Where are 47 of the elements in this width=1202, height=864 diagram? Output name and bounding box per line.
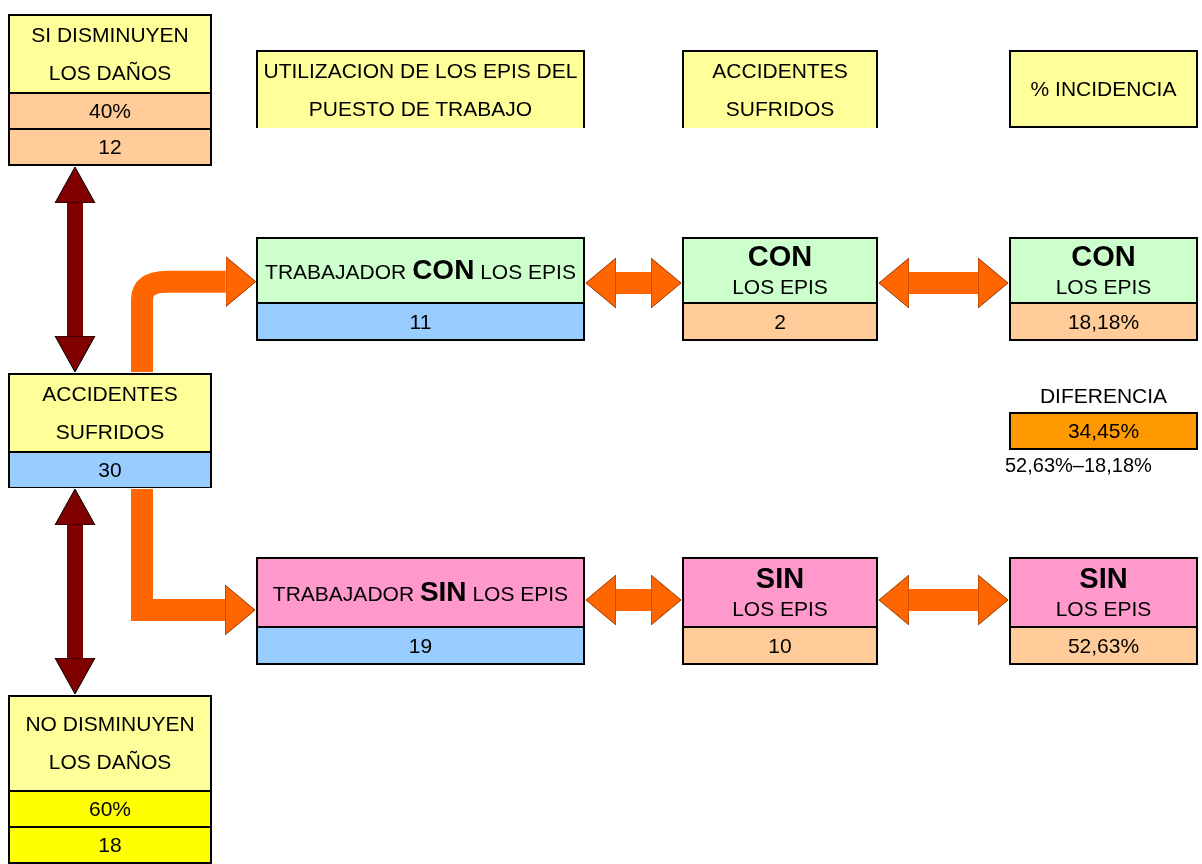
table-box: [682, 237, 878, 341]
double-arrow: [54, 488, 96, 695]
value-cell: 40%: [10, 92, 210, 128]
formula-text: 52,63%–18,18%: [1005, 454, 1152, 477]
value-cell: 2: [684, 302, 876, 339]
table-box: [682, 557, 878, 665]
bent-arrow: [131, 256, 257, 372]
value-cell: 10: [684, 626, 876, 663]
table-box: [8, 14, 212, 166]
table-box: [8, 373, 212, 488]
header-cell: SI DISMINUYEN LOS DAÑOS: [10, 16, 210, 92]
double-arrow: [878, 257, 1009, 309]
value-cell: 18,18%: [1011, 302, 1196, 339]
header-cell: ACCIDENTES SUFRIDOS: [684, 52, 876, 128]
subheading-text: LOS EPIS: [732, 595, 828, 622]
double-arrow: [878, 574, 1009, 626]
heading-text: SIN: [1079, 561, 1128, 594]
value-cell: 18: [10, 825, 210, 862]
bent-arrow: [131, 489, 256, 636]
subheading-text: LOS EPIS: [732, 273, 828, 300]
value-cell: 11: [258, 302, 583, 339]
heading-text: CON: [747, 239, 813, 272]
table-box: [1009, 557, 1198, 665]
table-box: [256, 237, 585, 341]
header-cell: % INCIDENCIA: [1011, 52, 1196, 126]
value-cell: 12: [10, 128, 210, 164]
table-box: [8, 695, 212, 864]
subheading-text: LOS EPIS: [1055, 273, 1152, 300]
header-cell: ACCIDENTES SUFRIDOS: [10, 375, 210, 451]
value-cell: 60%: [10, 789, 210, 826]
label-text: DIFERENCIA: [1038, 383, 1169, 409]
value-cell: 34,45%: [1009, 412, 1198, 450]
value-cell: 52,63%: [1011, 626, 1196, 663]
double-arrow: [585, 574, 682, 626]
table-box: [1009, 237, 1198, 341]
header-cell: UTILIZACION DE LOS EPIS DEL PUESTO DE TRABAJO: [258, 52, 583, 128]
double-arrow: [54, 166, 96, 373]
header-cell: NO DISMINUYEN LOS DAÑOS: [10, 697, 210, 790]
header-cell: TRABAJADOR SIN LOS EPIS: [258, 559, 583, 627]
header-cell: TRABAJADOR CON LOS EPIS: [258, 239, 583, 303]
table-box: [256, 557, 585, 665]
heading-text: CON: [1071, 239, 1136, 272]
double-arrow: [585, 257, 682, 309]
value-cell: 19: [258, 626, 583, 663]
subheading-text: LOS EPIS: [1055, 595, 1152, 622]
heading-text: SIN: [755, 561, 805, 594]
value-cell: 30: [10, 451, 210, 487]
